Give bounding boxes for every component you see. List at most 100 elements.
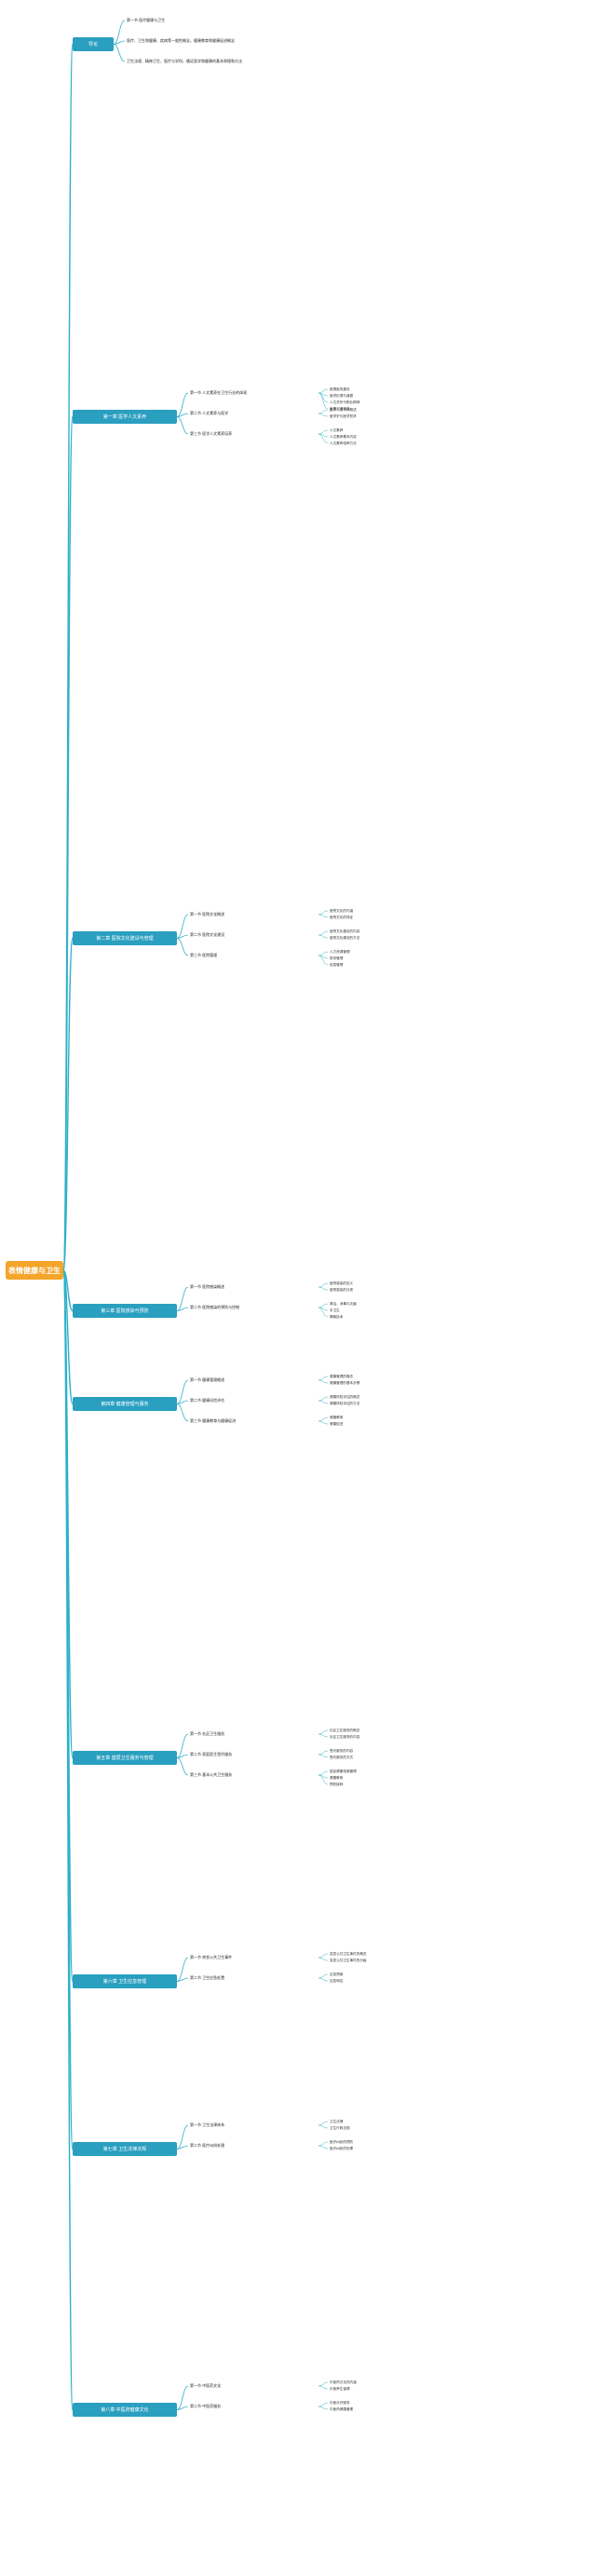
item-node[interactable]: 健康促进 [330,1422,344,1426]
section-node[interactable]: 第一节 中医药文化 [190,2383,222,2388]
section-node[interactable]: 第二节 健康风险评估 [190,1398,225,1403]
chapter-topic[interactable]: 导论 [73,37,114,51]
item-node[interactable]: 人文关怀与职业精神 [330,400,360,404]
item-node[interactable]: 健康教育 [330,1776,344,1780]
section-node[interactable]: 第三节 基本公共卫生服务 [190,1772,233,1777]
section-node[interactable]: 第一节 突发公共卫生事件 [190,1955,233,1959]
connector-line [318,2124,329,2129]
connector-line [176,2385,189,2410]
item-node[interactable]: 健康风险评估的概念 [330,1395,360,1399]
section-node[interactable]: 第一节 卫生法律体系 [190,2122,225,2127]
section-node[interactable]: 第二节 人文素养与医学 [190,411,229,415]
section-node[interactable]: 第三节 健康教育与健康促进 [190,1418,237,1423]
item-node[interactable]: 中医药文化的内涵 [330,2380,357,2384]
connector-line [318,1733,329,1738]
item-node[interactable]: 签约服务的方式 [330,1756,354,1759]
section-node[interactable]: 第二节 医院文化建设 [190,932,225,937]
connector-line [318,1729,329,1735]
connector-line [318,1774,329,1785]
section-node[interactable]: 第三节 医学人文素养培养 [190,431,233,436]
item-node[interactable]: 突发公共卫生事件的分级 [330,1959,367,1962]
connector-line [176,2145,189,2149]
item-node[interactable]: 应急预案 [330,1973,344,1976]
chapter-topic[interactable]: 第六章 卫生应急管理 [73,1974,177,1988]
section-node[interactable]: 医疗、卫生和健康、疾病等一般性概念，健康教育和健康促进概念 [127,38,235,43]
section-node[interactable]: 第三节 医院管理 [190,953,218,957]
item-node[interactable]: 健康教育 [330,1416,344,1419]
item-node[interactable]: 中医养生保健 [330,2387,350,2391]
item-node[interactable]: 居民健康档案管理 [330,1769,357,1773]
connector-line [318,955,329,966]
section-node[interactable]: 第二节 中医药服务 [190,2404,222,2408]
section-node[interactable]: 第一节 社区卫生服务 [190,1731,225,1736]
connector-line [318,2145,329,2149]
item-node[interactable]: 隔离技术 [330,1315,344,1319]
connector-line [176,934,189,939]
item-node[interactable]: 人力资源管理 [330,950,350,954]
connector-line [176,416,189,435]
item-node[interactable]: 中医诊疗服务 [330,2401,350,2405]
item-node[interactable]: 应急响应 [330,1979,344,1983]
connector-line [318,914,329,918]
item-node[interactable]: 手卫生 [330,1308,340,1312]
connector-line [318,910,329,915]
item-node[interactable]: 清洁、消毒与灭菌 [330,1302,357,1306]
connector-line [318,392,329,410]
section-node[interactable]: 卫生法规、精神卫生、医疗与学科，循证医学和健康的基本原理和方法 [127,59,242,63]
chapter-topic[interactable]: 第八章 中医药健康文化 [73,2403,177,2417]
section-node[interactable]: 第二节 医院感染的预防与控制 [190,1305,240,1309]
section-node[interactable]: 第二节 卫生应急处置 [190,1975,225,1980]
item-node[interactable]: 人文素养 [330,428,344,432]
item-node[interactable]: 医学史与医学哲学 [330,414,357,418]
connector-line [176,2406,189,2410]
section-node[interactable]: 第一节 医院文化概述 [190,912,225,916]
item-node[interactable]: 医院文化的特征 [330,915,354,919]
item-node[interactable]: 健康风险评估的方法 [330,1402,360,1405]
item-node[interactable]: 医院感染的分类 [330,1288,354,1292]
item-node[interactable]: 预防接种 [330,1783,344,1786]
item-node[interactable]: 医德医风建设 [330,387,350,391]
chapter-topic[interactable]: 第五章 基层卫生服务与管理 [73,1751,177,1765]
section-node[interactable]: 第一节 人文素养在卫生行业的体现 [190,390,248,395]
chapter-topic[interactable]: 第四章 健康管理与服务 [73,1397,177,1411]
connector-line [62,415,74,1271]
item-node[interactable]: 社区卫生服务的概念 [330,1729,360,1732]
root-topic[interactable]: 表情健康与卫生 [6,1261,63,1280]
connector-line [176,1957,189,1982]
connector-line [318,388,329,394]
item-node[interactable]: 卫生法律 [330,2120,344,2123]
item-node[interactable]: 医院文化的内涵 [330,909,354,913]
chapter-topic[interactable]: 第一章 医学人文素养 [73,410,177,424]
section-node[interactable]: 第一节 健康管理概述 [190,1377,225,1382]
connector-line [318,1953,329,1959]
section-node[interactable]: 第二节 家庭医生签约服务 [190,1752,233,1756]
item-node[interactable]: 信息管理 [330,963,344,967]
item-node[interactable]: 健康管理的基本步骤 [330,1381,360,1385]
item-node[interactable]: 医疗纠纷的预防 [330,2140,354,2144]
item-node[interactable]: 社区卫生服务的内容 [330,1735,360,1739]
item-node[interactable]: 医院文化建设的内容 [330,929,360,933]
item-node[interactable]: 医疗纠纷的处理 [330,2147,354,2150]
section-node[interactable]: 第一节 医院感染概述 [190,1284,225,1289]
item-node[interactable]: 医学人文学科概述 [330,408,357,412]
item-node[interactable]: 医学伦理与道德 [330,394,354,398]
item-node[interactable]: 医院感染的定义 [330,1281,354,1285]
chapter-topic[interactable]: 第三章 医院感染与预防 [73,1304,177,1318]
item-node[interactable]: 医院文化建设的方法 [330,936,360,940]
connector-line [176,1400,189,1404]
item-node[interactable]: 健康管理的概念 [330,1375,354,1378]
item-node[interactable]: 中医药健康管理 [330,2407,354,2411]
section-node[interactable]: 第二节 医疗纠纷处理 [190,2143,225,2148]
item-node[interactable]: 卫生行政法规 [330,2126,350,2130]
item-node[interactable]: 财务管理 [330,956,344,960]
item-node[interactable]: 签约服务的内容 [330,1749,354,1753]
item-node[interactable]: 突发公共卫生事件的概念 [330,1952,367,1956]
section-node[interactable]: 第一节 医疗健康与卫生 [127,18,166,22]
item-node[interactable]: 人文素养培养方法 [330,441,357,445]
chapter-topic[interactable]: 第七章 卫生法律法规 [73,2142,177,2156]
item-node[interactable]: 人文素养基本内容 [330,435,357,439]
chapter-topic[interactable]: 第二章 医院文化建设与管理 [73,931,177,945]
item-node[interactable]: 医患沟通技能 [330,407,350,411]
